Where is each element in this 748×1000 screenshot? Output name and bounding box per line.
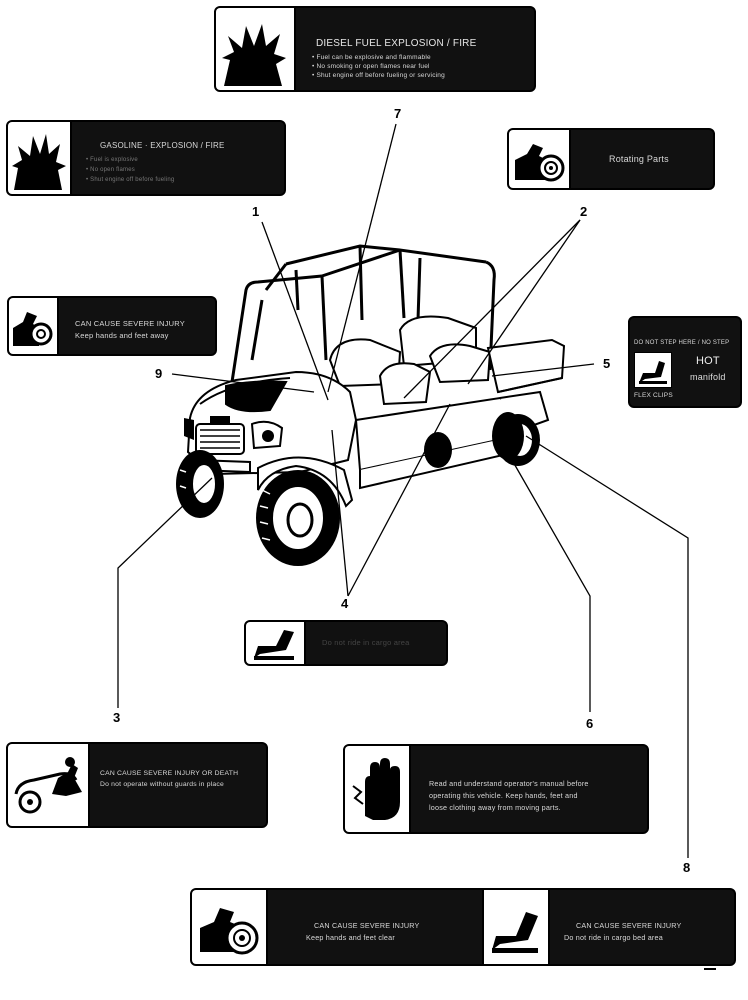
decal-rotating-parts: Rotating Parts xyxy=(507,128,715,190)
callout-1: 1 xyxy=(252,204,260,219)
leader-line-9 xyxy=(171,373,315,393)
decal-hand-warning: Read and understand operator's manual be… xyxy=(343,744,649,834)
decal-title: GASOLINE · EXPLOSION / FIRE xyxy=(100,141,225,150)
rotating-parts-icon xyxy=(192,890,268,964)
decal-line: Keep hands and feet away xyxy=(75,331,169,340)
hot-label: HOT xyxy=(696,355,720,367)
decal-line: CAN CAUSE SEVERE INJURY OR DEATH xyxy=(100,770,239,777)
decal-line: • Shut engine off before fueling xyxy=(86,177,175,183)
decal-bottom-combined: CAN CAUSE SEVERE INJURY Keep hands and f… xyxy=(190,888,736,966)
callout-5: 5 xyxy=(603,356,611,371)
decal-line: CAN CAUSE SEVERE INJURY xyxy=(75,319,185,328)
decal-line: • No open flames xyxy=(86,167,135,173)
decal-line: Read and understand operator's manual be… xyxy=(429,779,589,788)
tick-mark xyxy=(704,968,716,970)
callout-8: 8 xyxy=(683,860,691,875)
decal-rollover: CAN CAUSE SEVERE INJURY OR DEATH Do not … xyxy=(6,742,268,828)
decal-text: Rotating Parts xyxy=(609,154,669,164)
decal-bottom-text: FLEX CLIPS xyxy=(634,392,673,399)
leader-line-8 xyxy=(525,435,689,858)
tire-tread xyxy=(179,469,271,541)
decal-no-riders: Do not ride in cargo area xyxy=(244,620,448,666)
explosion-icon xyxy=(8,122,72,194)
seats xyxy=(328,315,492,406)
leader-line-4a xyxy=(331,429,349,597)
explosion-icon xyxy=(216,8,296,90)
decal-line: operating this vehicle. Keep hands, feet… xyxy=(429,791,578,800)
leader-line-2a xyxy=(403,219,581,399)
decal-hot-manifold: DO NOT STEP HERE / NO STEP HOT manifold … xyxy=(628,316,742,408)
front-grille xyxy=(184,416,284,474)
decal-text: Do not ride in cargo area xyxy=(322,638,410,647)
callout-3: 3 xyxy=(113,710,121,725)
decal-line: CAN CAUSE SEVERE INJURY xyxy=(314,921,420,930)
decal-fuel-fire: GASOLINE · EXPLOSION / FIRE • Fuel is ex… xyxy=(6,120,286,196)
callout-2: 2 xyxy=(580,204,588,219)
cargo-bed xyxy=(486,338,566,394)
hand-warning-icon xyxy=(345,746,411,832)
rotating-parts-icon xyxy=(9,298,59,354)
decal-line: Do not operate without guards in place xyxy=(100,781,224,788)
leader-line-4b xyxy=(347,403,451,597)
seat-hazard-icon xyxy=(482,890,550,964)
leader-line-1 xyxy=(261,221,329,401)
decal-line: • Shut engine off before fueling or serv… xyxy=(312,72,445,79)
leader-line-5 xyxy=(491,363,595,377)
seat-hazard-icon xyxy=(634,352,672,388)
wheels xyxy=(176,412,540,566)
callout-6: 6 xyxy=(586,716,594,731)
decal-severe-injury: CAN CAUSE SEVERE INJURY Keep hands and f… xyxy=(7,296,217,356)
decal-line: CAN CAUSE SEVERE INJURY xyxy=(576,921,682,930)
decal-title: DIESEL FUEL EXPLOSION / FIRE xyxy=(316,38,477,49)
decal-line: • No smoking or open flames near fuel xyxy=(312,63,430,70)
decal-diesel-fuel: DIESEL FUEL EXPLOSION / FIRE • Fuel can … xyxy=(214,6,536,92)
manifold-label: manifold xyxy=(690,372,726,382)
front-fender xyxy=(257,456,354,508)
callout-7: 7 xyxy=(394,106,402,121)
decal-line: • Fuel is explosive xyxy=(86,157,138,163)
tick-mark xyxy=(152,354,160,356)
decal-line: loose clothing away from moving parts. xyxy=(429,803,561,812)
leader-lines xyxy=(117,123,689,858)
leader-line-2b xyxy=(467,219,581,385)
leader-line-3 xyxy=(117,477,213,708)
decal-line: Do not ride in cargo bed area xyxy=(564,933,663,942)
decal-top-text: DO NOT STEP HERE / NO STEP xyxy=(634,340,730,346)
seat-hazard-icon xyxy=(246,622,306,664)
roll-cage xyxy=(230,244,496,383)
rollover-icon xyxy=(8,744,90,826)
rotating-parts-icon xyxy=(509,130,571,188)
decal-line: Keep hands and feet clear xyxy=(306,933,395,942)
decal-line: • Fuel can be explosive and flammable xyxy=(312,54,431,61)
leader-line-7 xyxy=(327,123,397,393)
callout-4: 4 xyxy=(341,596,349,611)
callout-9: 9 xyxy=(155,366,163,381)
leader-line-6 xyxy=(511,459,591,712)
